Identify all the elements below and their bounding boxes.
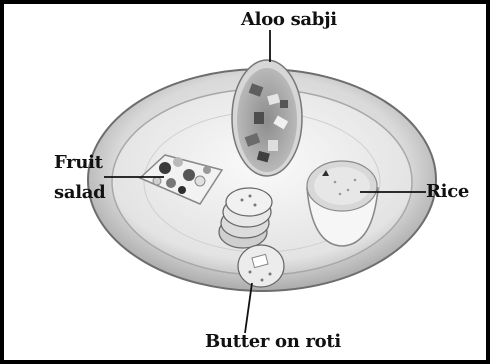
butter-roti	[238, 245, 284, 287]
rice-label: Rice	[426, 182, 469, 202]
butter-on-roti-label: Butter on roti	[205, 332, 341, 352]
aloo-sabji-label: Aloo sabji	[241, 10, 337, 30]
fruit-salad-label-line1: Fruit	[54, 153, 103, 173]
roti-stack	[219, 188, 272, 248]
fruit-salad-label-line2: salad	[54, 183, 105, 203]
aloo-sabji-bowl	[232, 60, 302, 176]
